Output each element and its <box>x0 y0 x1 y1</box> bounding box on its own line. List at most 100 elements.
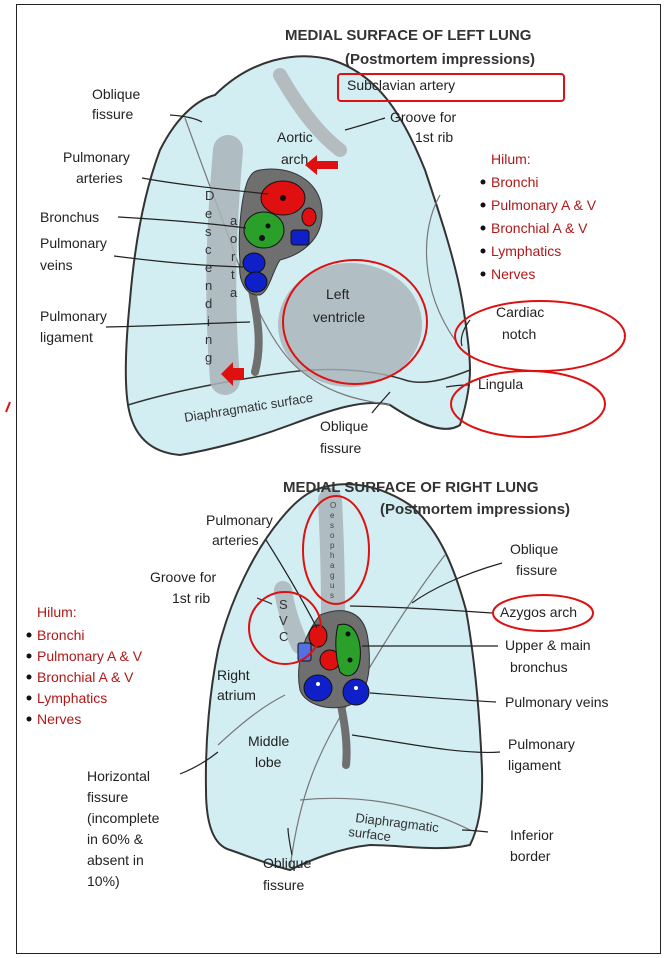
left-bronchus-shape <box>244 212 284 248</box>
oblique-fissure-label: fissure <box>320 440 361 456</box>
vein-dot <box>354 686 358 690</box>
hilum-item: Bronchial A & V <box>491 220 588 236</box>
oblique-fissure-label: fissure <box>92 106 133 122</box>
oesophagus-letter: s <box>330 591 334 600</box>
groove-1st-rib-label: 1st rib <box>415 129 453 145</box>
hilum-item: Nerves <box>491 266 535 282</box>
bullet <box>481 226 486 231</box>
left-lung: D e s c e n d i n g a o r t a <box>40 27 597 456</box>
left-bronchial-artery <box>302 208 316 226</box>
hilum-item: Bronchial A & V <box>37 669 134 685</box>
bullet <box>27 675 32 680</box>
pulmonary-veins-label: Pulmonary <box>40 235 107 251</box>
hilum-item: Lymphatics <box>37 690 107 706</box>
left-bronchus-dot <box>259 235 265 241</box>
oblique-fissure-label: Oblique <box>510 541 558 557</box>
oesophagus-letter: u <box>330 581 334 590</box>
descending-letter: e <box>205 206 212 221</box>
descending-letter: c <box>205 242 212 257</box>
descending-letter: e <box>205 260 212 275</box>
oesophagus-letter: s <box>330 521 334 530</box>
horizontal-fissure-label: in 60% & <box>87 831 144 847</box>
hilum-heading: Hilum: <box>491 151 531 167</box>
descending-aorta-impression <box>221 150 228 380</box>
pulmonary-arteries-label: arteries <box>76 170 123 186</box>
oesophagus-letter: o <box>330 531 335 540</box>
pulmonary-veins-label: veins <box>40 257 73 273</box>
right-bronchus-dot <box>346 632 351 637</box>
left-pulmonary-vein-2 <box>245 272 267 292</box>
aortic-arch-label: arch <box>281 151 308 167</box>
left-pulmonary-artery-dot <box>280 195 286 201</box>
right-pulmonary-vein-1 <box>304 675 332 701</box>
azygos-arch-label: Azygos arch <box>500 604 577 620</box>
pulmonary-ligament-label: Pulmonary <box>40 308 107 324</box>
cardiac-notch-label: Cardiac <box>496 304 544 320</box>
subclavian-artery-label: Subclavian artery <box>347 77 455 93</box>
oesophagus-letter: p <box>330 541 335 550</box>
bullet <box>27 696 32 701</box>
aorta-letter: o <box>230 231 237 246</box>
right-bronchus-dot <box>348 658 353 663</box>
right-hilum-list: Hilum: Bronchi Pulmonary A & V Bronchial… <box>27 604 143 727</box>
groove-1st-rib-label: 1st rib <box>172 590 210 606</box>
left-lung-subtitle: (Postmortem impressions) <box>345 51 535 68</box>
aorta-letter: r <box>231 249 236 264</box>
oblique-fissure-label: fissure <box>263 877 304 893</box>
right-atrium-label: Right <box>217 667 250 683</box>
vein-dot <box>316 682 320 686</box>
horizontal-fissure-label: 10%) <box>87 873 120 889</box>
descending-letter: n <box>205 278 212 293</box>
horizontal-fissure-label: Horizontal <box>87 768 150 784</box>
pulmonary-arteries-label: arteries <box>212 532 259 548</box>
groove-1st-rib-label: Groove for <box>390 109 456 125</box>
oesophagus-letter: O <box>330 501 336 510</box>
right-pulmonary-vein-2 <box>343 679 369 705</box>
oblique-fissure-label: Oblique <box>92 86 140 102</box>
bullet <box>27 717 32 722</box>
lingula-label: Lingula <box>478 376 523 392</box>
upper-main-bronchus-label: bronchus <box>510 659 568 675</box>
oblique-fissure-label: Oblique <box>320 418 368 434</box>
lingula-highlight-circle <box>451 371 605 437</box>
oesophagus-letter: g <box>330 571 334 580</box>
pulmonary-veins-label: Pulmonary veins <box>505 694 609 710</box>
left-lung-title: MEDIAL SURFACE OF LEFT LUNG <box>285 27 531 44</box>
horizontal-fissure-label: absent in <box>87 852 144 868</box>
hilum-item: Bronchi <box>491 174 538 190</box>
left-ventricle-label: ventricle <box>313 309 365 325</box>
pulmonary-arteries-label: Pulmonary <box>63 149 130 165</box>
pulmonary-arteries-label: Pulmonary <box>206 512 273 528</box>
descending-letter: n <box>205 332 212 347</box>
hilum-item: Pulmonary A & V <box>37 648 143 664</box>
aorta-letter: t <box>231 267 235 282</box>
oesophagus-letter: e <box>330 511 335 520</box>
oblique-fissure-label: fissure <box>516 562 557 578</box>
left-lymph-node <box>291 230 309 245</box>
hilum-item: Nerves <box>37 711 81 727</box>
bronchus-label: Bronchus <box>40 209 99 225</box>
bullet <box>27 654 32 659</box>
bullet <box>481 272 486 277</box>
horizontal-fissure-label: (incomplete <box>87 810 160 826</box>
right-atrium-label: atrium <box>217 687 256 703</box>
oblique-fissure-label: Oblique <box>263 855 311 871</box>
right-lung: O e s o p h a g u s S V C <box>27 479 609 893</box>
cardiac-notch-label: notch <box>502 326 536 342</box>
left-bronchus-dot-2 <box>266 224 271 229</box>
descending-letter: d <box>205 296 212 311</box>
descending-letter: s <box>205 224 212 239</box>
pulmonary-ligament-label: ligament <box>40 329 93 345</box>
middle-lobe-label: lobe <box>255 754 282 770</box>
hilum-item: Bronchi <box>37 627 84 643</box>
inferior-border-label: Inferior <box>510 827 554 843</box>
left-hilum-list: Hilum: Bronchi Pulmonary A & V Bronchial… <box>481 151 597 282</box>
hilum-item: Pulmonary A & V <box>491 197 597 213</box>
pulmonary-ligament-label: ligament <box>508 757 561 773</box>
pulmonary-ligament-label: Pulmonary <box>508 736 575 752</box>
bullet <box>27 633 32 638</box>
descending-letter: D <box>205 188 214 203</box>
middle-lobe-label: Middle <box>248 733 289 749</box>
oesophagus-letter: a <box>330 561 335 570</box>
left-ventricle-label: Left <box>326 286 349 302</box>
